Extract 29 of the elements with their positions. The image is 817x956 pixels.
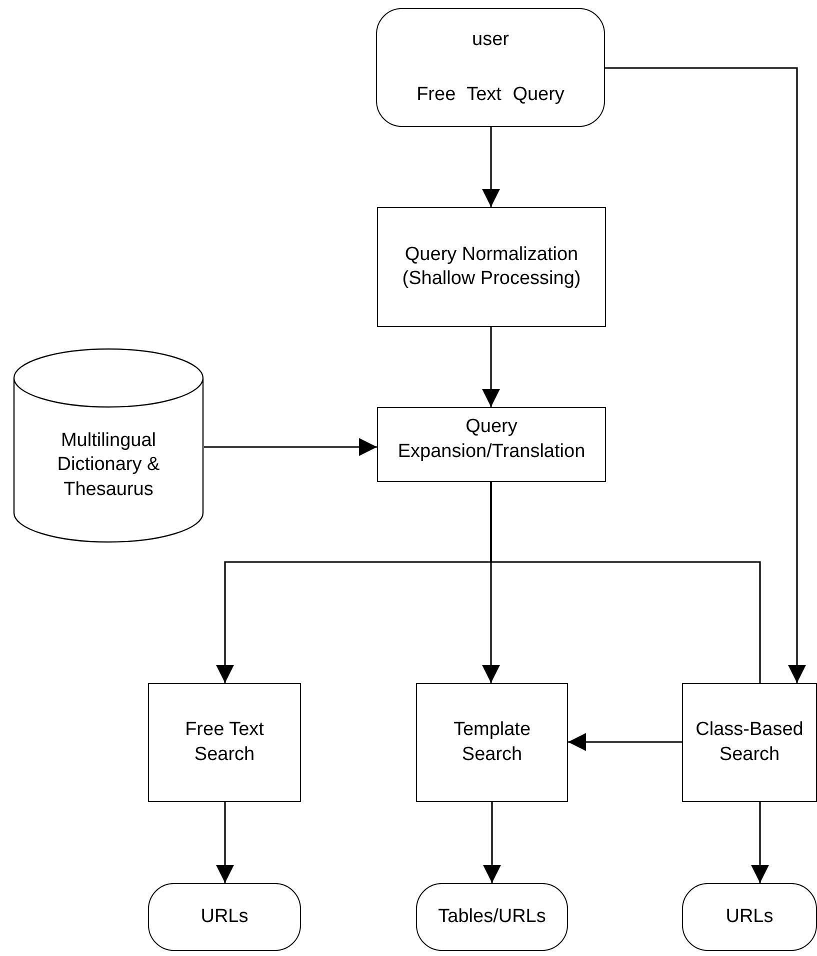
process-box: [682, 683, 817, 802]
arrow: [568, 733, 682, 751]
node-label: Class-Based Search: [694, 718, 804, 766]
node-label: Free Text Search: [184, 718, 265, 766]
terminal-box: [376, 8, 605, 127]
node-label: Template Search: [452, 718, 532, 766]
node-label: URLs: [724, 904, 774, 929]
terminal-box: [682, 883, 817, 951]
node-label: Query Expansion/Translation: [396, 415, 586, 464]
arrow: [216, 802, 234, 883]
node-label: user: [471, 28, 510, 52]
arrow: [751, 802, 769, 883]
node-label: Multilingual Dictionary & Thesaurus: [56, 429, 161, 502]
process-box: [148, 683, 301, 802]
database-cylinder: [13, 348, 204, 543]
arrow: [483, 802, 501, 883]
node-label: URLs: [200, 904, 250, 929]
node-label: Query Normalization (Shallow Processing): [401, 242, 582, 291]
arrow: [482, 127, 500, 207]
arrow: [482, 327, 500, 407]
arrow: [605, 67, 806, 683]
process-box: [377, 207, 606, 327]
process-box: [377, 407, 606, 482]
process-box: [416, 683, 568, 802]
node-label: Free Text Query: [416, 82, 566, 106]
terminal-box: [416, 883, 568, 951]
node-label: Tables/URLs: [437, 904, 547, 929]
arrow: [204, 438, 377, 456]
terminal-box: [148, 883, 301, 951]
